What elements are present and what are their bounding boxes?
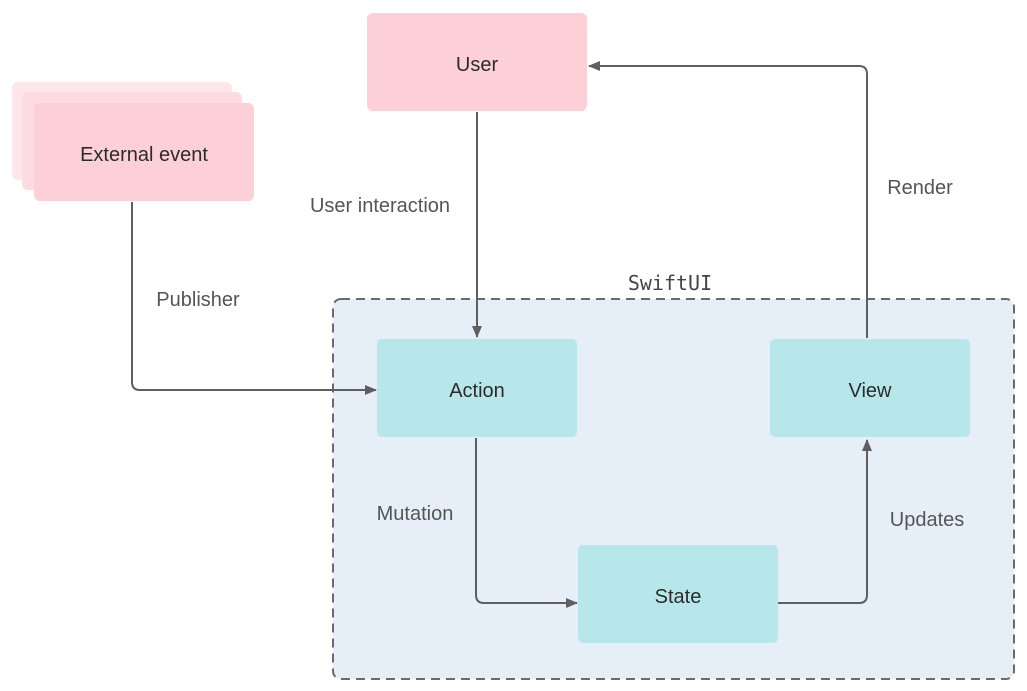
node-external-event-box <box>34 103 254 201</box>
node-view-box <box>770 339 970 437</box>
edge-action-to-state <box>475 438 578 608</box>
node-view: View <box>770 339 970 437</box>
edge-label-user-interaction: User interaction <box>310 195 450 217</box>
node-external-event: External event <box>12 82 254 201</box>
node-action-label: Action <box>449 380 505 402</box>
edge-external-event-to-action <box>131 202 377 395</box>
edges <box>131 61 872 608</box>
node-state: State <box>578 545 778 643</box>
edge-view-to-user <box>588 61 868 338</box>
swiftui-container-label: SwiftUI <box>628 271 712 295</box>
edge-label-publisher: Publisher <box>156 289 240 311</box>
node-action-box <box>377 339 577 437</box>
node-user-box <box>367 13 587 111</box>
edge-label-updates: Updates <box>890 509 965 531</box>
node-user: User <box>367 13 587 111</box>
edge-label-mutation: Mutation <box>377 503 454 525</box>
edge-state-to-view <box>778 439 872 604</box>
node-view-label: View <box>849 380 893 402</box>
node-user-label: User <box>456 54 499 76</box>
node-external-event-label: External event <box>80 144 208 166</box>
edge-label-render: Render <box>887 177 953 199</box>
node-state-label: State <box>655 586 702 608</box>
node-state-box <box>578 545 778 643</box>
node-action: Action <box>377 339 577 437</box>
